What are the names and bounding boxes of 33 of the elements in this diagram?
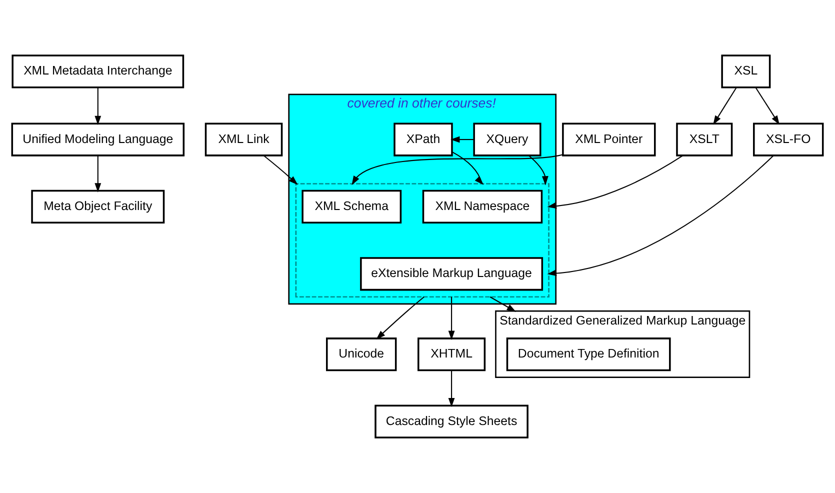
arrow <box>452 151 484 185</box>
arrow <box>263 155 298 185</box>
node-box: XML Namespace <box>422 190 543 224</box>
arrow <box>352 154 563 186</box>
node-box: Document Type Definition <box>506 338 671 372</box>
node-box: Cascading Style Sheets <box>374 404 528 438</box>
node-box: XQuery <box>473 122 542 156</box>
node-box: XPath <box>394 122 453 156</box>
arrow <box>448 296 455 340</box>
cluster <box>295 183 550 298</box>
node-box: eXtensible Markup Language <box>360 257 544 291</box>
arrow <box>448 370 455 408</box>
arrow <box>490 296 516 312</box>
arrow <box>94 87 102 126</box>
arrow <box>528 155 548 186</box>
arrow <box>713 87 737 125</box>
node-box: Meta Object Facility <box>31 190 165 224</box>
node-box: XML Schema <box>302 190 402 224</box>
node-box: XSL <box>721 54 771 88</box>
node-box: XML Pointer <box>562 122 656 156</box>
node-box: XML Metadata Interchange <box>12 54 184 88</box>
arrow <box>450 136 474 143</box>
arrow <box>755 87 780 125</box>
node-box: XML Link <box>204 122 283 156</box>
arrow <box>547 155 684 209</box>
arrow <box>376 296 424 340</box>
node-box: XSLT <box>676 122 733 156</box>
node-box: XSL-FO <box>753 122 824 156</box>
node-box: XHTML <box>418 338 486 372</box>
node-box: Unicode <box>326 338 397 372</box>
arrow <box>94 156 102 192</box>
node-box: Unified Modeling Language <box>11 122 185 156</box>
arrow <box>547 155 774 276</box>
